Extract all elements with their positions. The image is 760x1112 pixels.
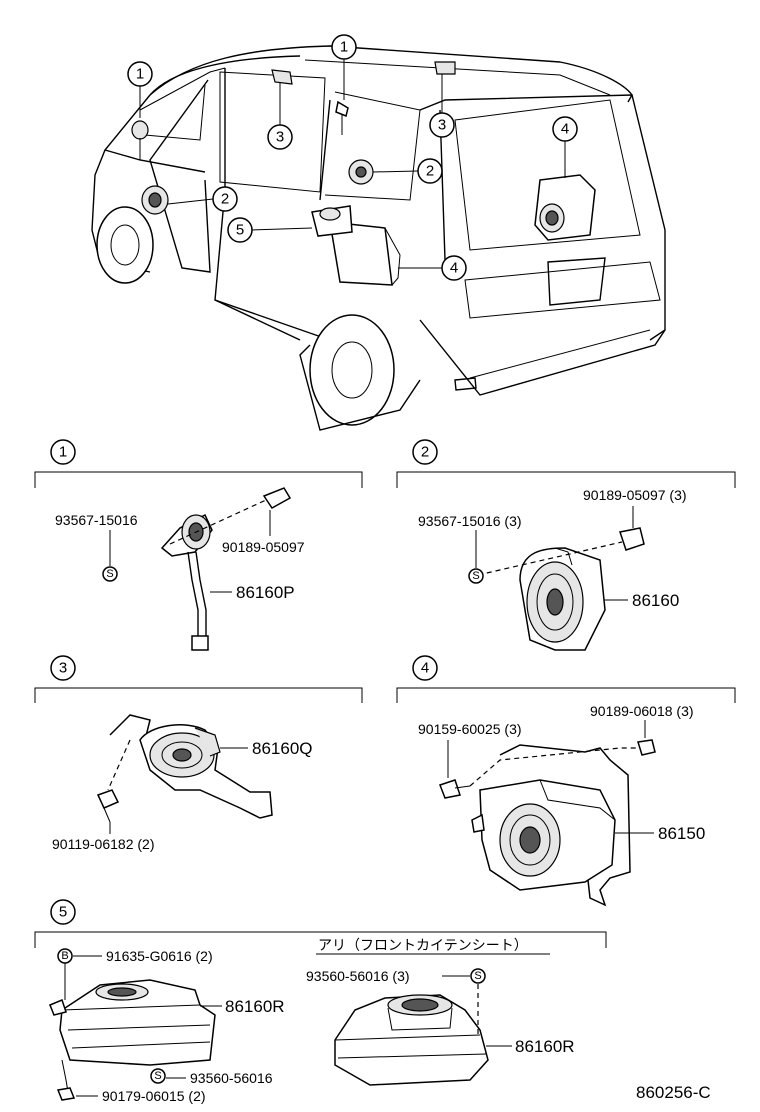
section-5: 5 B 91635-G0616 (2) 86160R S 93560-56016… — [34, 899, 607, 1104]
part-86160: 86160 — [632, 591, 679, 610]
callout-3b-text: 3 — [438, 117, 446, 134]
overview-callouts: 1 1 2 2 3 3 4 4 5 — [127, 34, 578, 281]
section-3-number: 3 — [59, 660, 67, 677]
bolt-symbol-b-text: B — [61, 950, 68, 962]
callout-1b — [331, 34, 357, 60]
vehicle-illustration — [91, 45, 666, 431]
callout-3b — [429, 112, 455, 138]
callout-2b-text: 2 — [426, 163, 434, 180]
screw-symbol-s — [468, 568, 484, 584]
screw-symbol-s — [150, 1068, 166, 1084]
screw-symbol-s-text: S — [472, 570, 479, 582]
part-93560-56016-x3: 93560-56016 (3) — [306, 968, 410, 984]
callout-1b-text: 1 — [340, 39, 348, 56]
part-86150: 86150 — [658, 824, 705, 843]
screw-symbol-s-text: S — [154, 1070, 161, 1082]
callout-4a — [552, 116, 578, 142]
section-3-badge — [50, 655, 76, 681]
diagram-code: 860256-C — [636, 1083, 711, 1102]
part-86160r-left: 86160R — [225, 997, 285, 1016]
part-90159-60025-x3: 90159-60025 (3) — [418, 721, 522, 737]
part-86160p: 86160P — [236, 583, 295, 602]
callout-4a-text: 4 — [561, 121, 569, 138]
section-1-badge — [50, 439, 76, 465]
section-1: 1 S 93567-15016 90189-05097 86160P — [34, 439, 363, 651]
section-1-number: 1 — [59, 444, 67, 461]
part-93567-15016: 93567-15016 — [55, 512, 138, 528]
part-93560-56016: 93560-56016 — [190, 1070, 273, 1086]
variant-heading: アリ（フロントカイテンシート） — [318, 937, 528, 953]
part-90179-06015: 90179-06015 (2) — [102, 1088, 206, 1104]
callout-4b — [441, 255, 467, 281]
part-91635-g0616: 91635-G0616 (2) — [106, 948, 213, 964]
section-3: 3 86160Q 90119-06182 (2) — [34, 655, 363, 852]
screw-symbol-s — [470, 968, 486, 984]
section-4-badge — [412, 655, 438, 681]
section-4: 4 90159-60025 (3) 90189-06018 (3) 86150 — [396, 655, 736, 907]
section-5-badge — [50, 899, 76, 925]
part-86160r-right: 86160R — [515, 1037, 575, 1056]
callout-2a — [212, 186, 238, 212]
section-4-number: 4 — [421, 660, 429, 677]
callout-2b — [417, 158, 443, 184]
part-90119-06182: 90119-06182 (2) — [52, 836, 154, 852]
part-90189-05097: 90189-05097 — [222, 539, 305, 555]
callout-5 — [227, 217, 253, 243]
screw-symbol-s-text: S — [474, 970, 481, 982]
part-86160q: 86160Q — [252, 739, 313, 758]
callout-3a — [267, 124, 293, 150]
section-5-number: 5 — [59, 904, 67, 921]
part-90189-05097-x3: 90189-05097 (3) — [583, 487, 687, 503]
section-2: 2 S 93567-15016 (3) 90189-05097 (3) 8616… — [396, 439, 736, 651]
callout-5-text: 5 — [236, 222, 244, 239]
callout-1a — [127, 61, 153, 87]
callout-4b-text: 4 — [450, 260, 458, 277]
part-93567-15016-x3: 93567-15016 (3) — [418, 513, 522, 529]
section-2-badge — [412, 439, 438, 465]
screw-symbol-s — [102, 566, 118, 582]
screw-symbol-s-text: S — [106, 568, 113, 580]
part-90189-06018-x3: 90189-06018 (3) — [590, 703, 694, 719]
callout-1a-text: 1 — [136, 66, 144, 83]
callout-3a-text: 3 — [276, 129, 284, 146]
section-2-number: 2 — [421, 444, 429, 461]
callout-2a-text: 2 — [221, 191, 229, 208]
